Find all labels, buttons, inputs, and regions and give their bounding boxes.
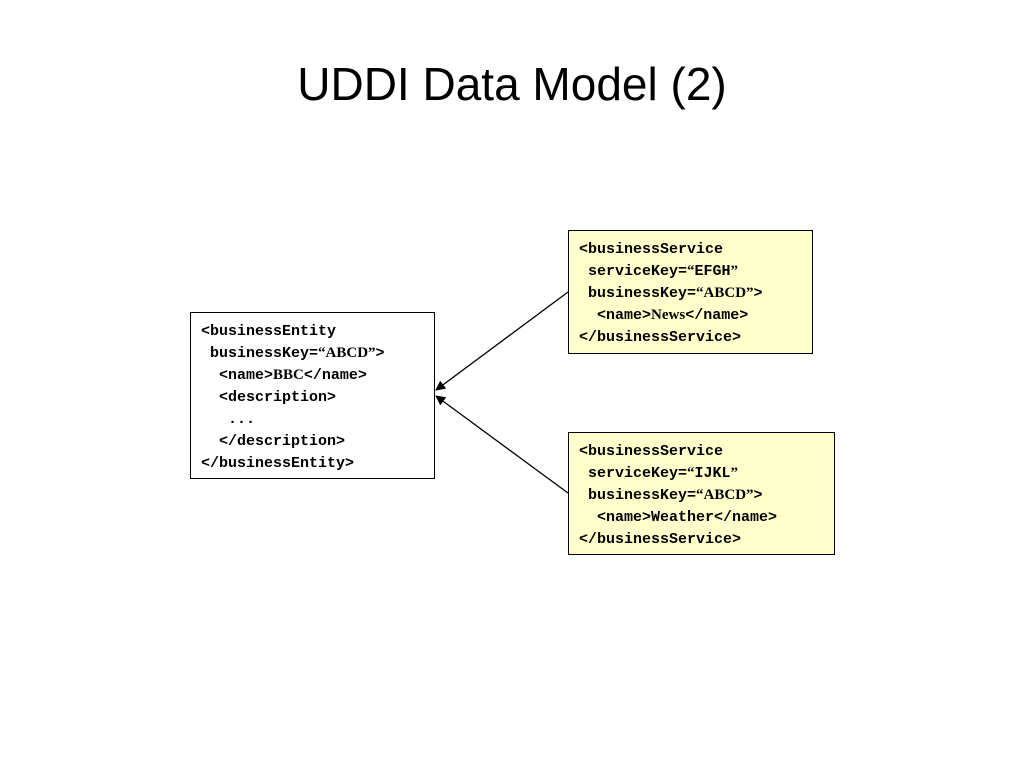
- code-segment: Weather: [651, 509, 715, 526]
- code-segment: businessKey=: [579, 285, 697, 302]
- code-segment: </businessEntity>: [201, 455, 355, 472]
- code-segment: serviceKey=: [579, 465, 688, 482]
- code-line: </businessService>: [579, 528, 824, 550]
- code-line: <businessService: [579, 440, 824, 462]
- arrow-weather-to-entity: [435, 395, 569, 494]
- code-segment: BBC: [273, 367, 304, 383]
- code-segment: “: [687, 263, 695, 279]
- code-segment: IJKL: [694, 465, 731, 482]
- code-segment: </businessService>: [579, 531, 742, 548]
- code-segment: News: [651, 307, 686, 323]
- code-segment: </businessService>: [579, 329, 742, 346]
- business-service-weather-box: <businessService serviceKey=“IJKL” busin…: [568, 432, 835, 555]
- code-segment: “ABCD”: [696, 285, 754, 301]
- code-segment: <businessService: [579, 241, 724, 258]
- code-segment: <name>: [579, 307, 652, 324]
- code-line: </businessEntity>: [201, 452, 424, 474]
- slide-title: UDDI Data Model (2): [297, 58, 727, 110]
- code-line: businessKey=“ABCD”>: [579, 484, 824, 506]
- code-line: <businessService: [579, 238, 802, 260]
- code-segment: <description>: [201, 389, 337, 406]
- code-segment: EFGH: [694, 263, 731, 280]
- code-segment: “ABCD”: [318, 345, 376, 361]
- code-line: <name>News</name>: [579, 304, 802, 326]
- arrow-news-to-entity: [435, 291, 569, 391]
- code-segment: </name>: [685, 307, 749, 324]
- code-line: serviceKey=“IJKL”: [579, 462, 824, 484]
- code-line: </businessService>: [579, 326, 802, 348]
- code-segment: >: [753, 285, 763, 302]
- code-line: <businessEntity: [201, 320, 424, 342]
- code-segment: </description>: [201, 433, 346, 450]
- code-line: <description>: [201, 386, 424, 408]
- code-segment: ...: [201, 411, 256, 428]
- code-segment: </name>: [714, 509, 778, 526]
- code-segment: >: [375, 345, 385, 362]
- code-line: <name>BBC</name>: [201, 364, 424, 386]
- code-line: <name>Weather</name>: [579, 506, 824, 528]
- code-segment: “: [687, 465, 695, 481]
- code-line: businessKey=“ABCD”>: [579, 282, 802, 304]
- code-segment: ”: [730, 263, 739, 279]
- business-service-news-box: <businessService serviceKey=“EFGH” busin…: [568, 230, 813, 354]
- code-segment: <name>: [579, 509, 652, 526]
- code-line: ...: [201, 408, 424, 430]
- code-line: businessKey=“ABCD”>: [201, 342, 424, 364]
- code-line: serviceKey=“EFGH”: [579, 260, 802, 282]
- code-segment: </name>: [303, 367, 367, 384]
- code-segment: serviceKey=: [579, 263, 688, 280]
- code-line: </description>: [201, 430, 424, 452]
- code-segment: <name>: [201, 367, 274, 384]
- code-segment: <businessService: [579, 443, 724, 460]
- business-entity-box: <businessEntity businessKey=“ABCD”> <nam…: [190, 312, 435, 479]
- code-segment: businessKey=: [579, 487, 697, 504]
- code-segment: <businessEntity: [201, 323, 337, 340]
- code-segment: businessKey=: [201, 345, 319, 362]
- code-segment: “ABCD”: [696, 487, 754, 503]
- code-segment: >: [753, 487, 763, 504]
- code-segment: ”: [730, 465, 739, 481]
